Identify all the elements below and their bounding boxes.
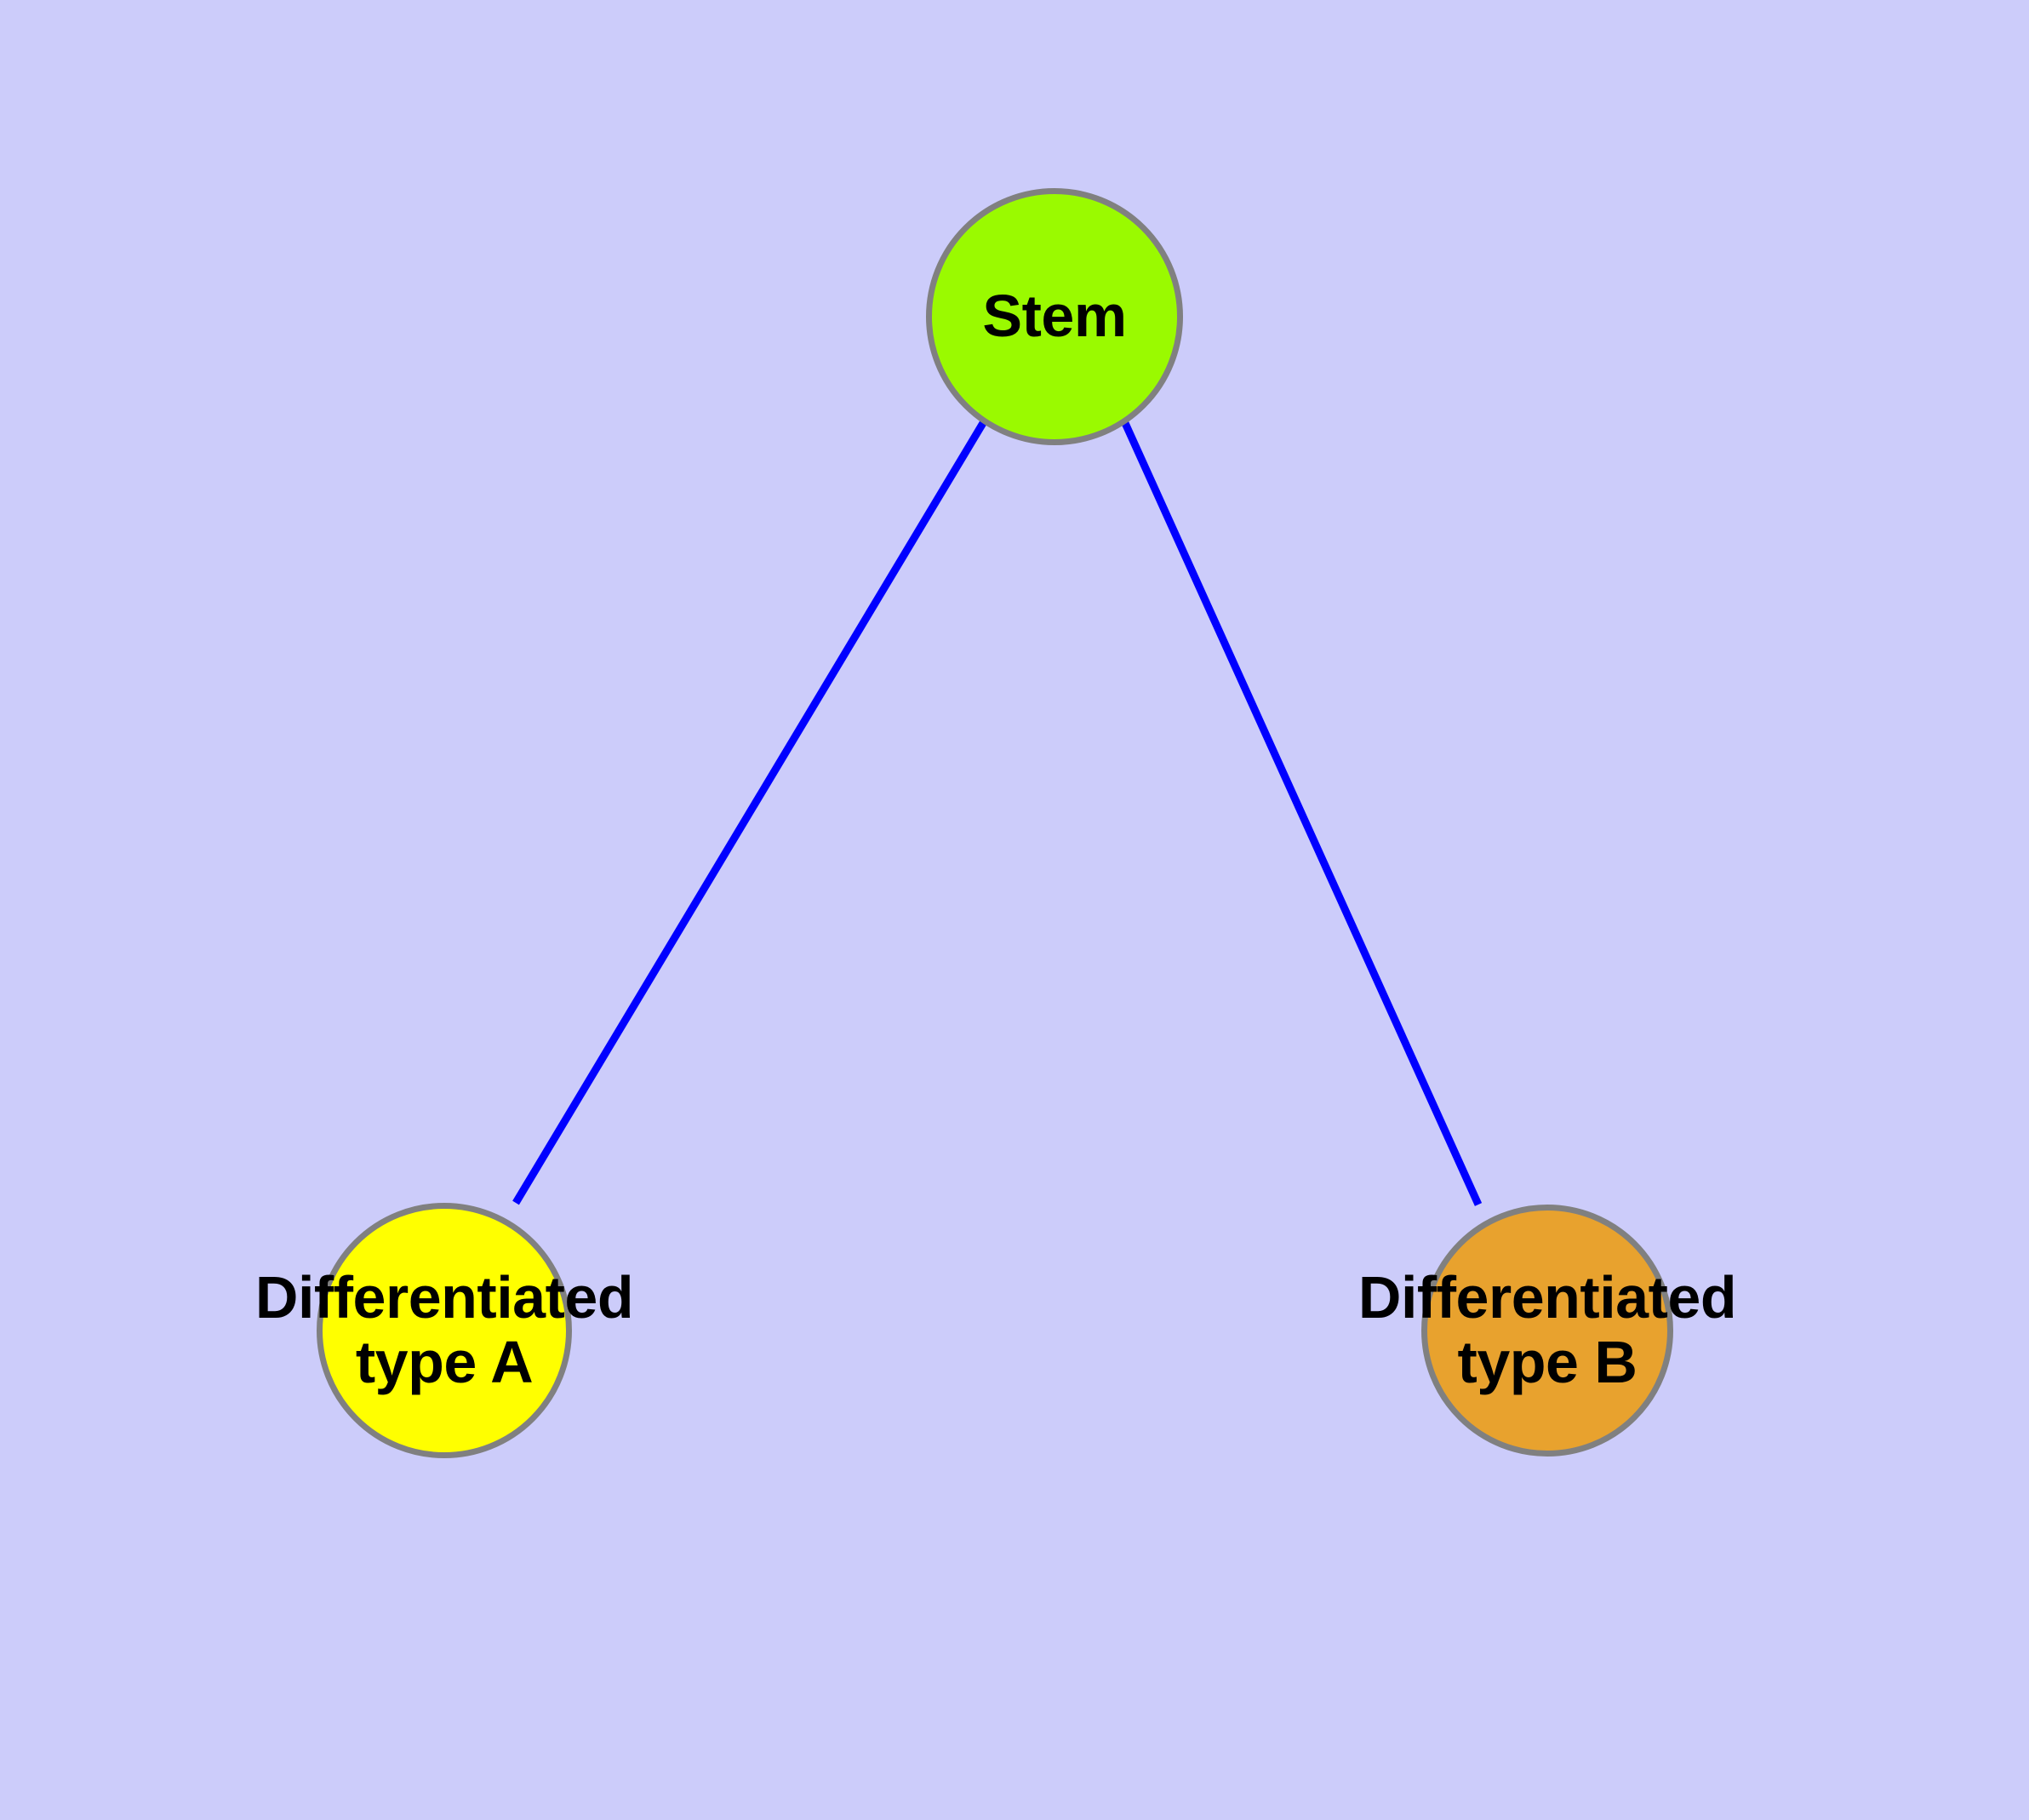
node-differentiated-type-a[interactable] <box>317 1203 572 1458</box>
edge-stem-to-diff-a[interactable] <box>512 421 986 1205</box>
node-differentiated-type-b[interactable] <box>1421 1205 1673 1457</box>
edge-stem-to-diff-b[interactable] <box>1121 421 1483 1206</box>
node-stem[interactable] <box>926 188 1183 445</box>
